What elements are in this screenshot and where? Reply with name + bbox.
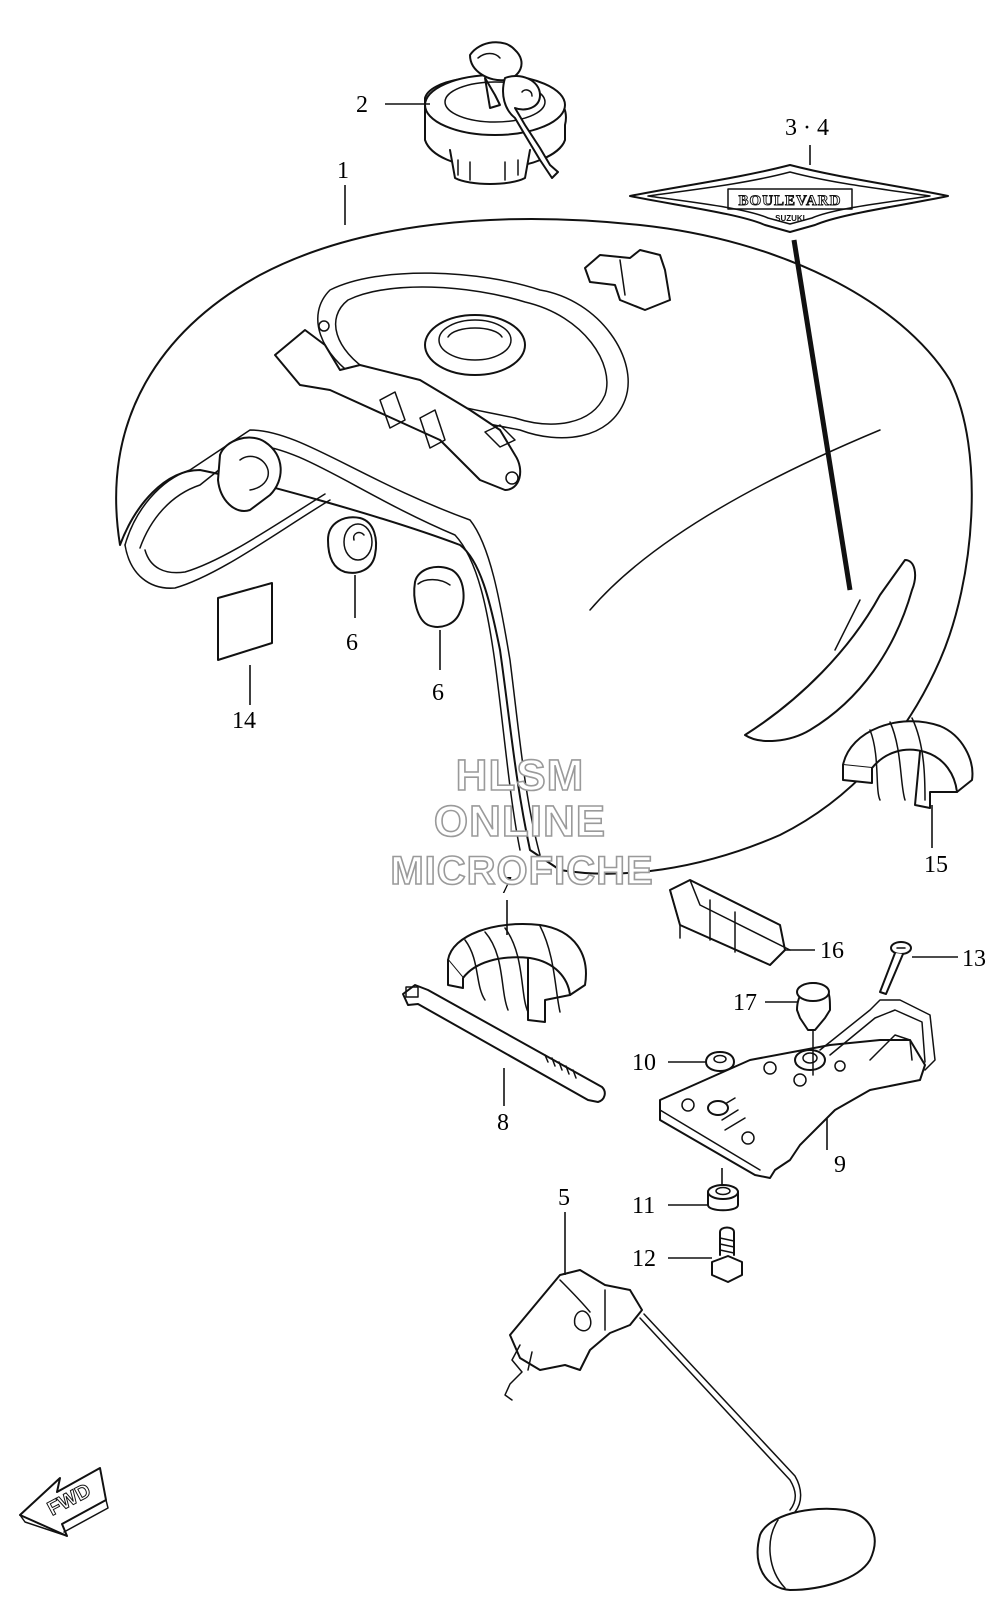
callout-10: 10 (632, 1050, 656, 1076)
callout-12: 12 (632, 1246, 656, 1272)
emblem-placement-line (791, 239, 853, 591)
callout-1: 1 (337, 158, 349, 184)
forward-direction-arrow: FWD (19, 1467, 109, 1537)
tank-cushion-cap[interactable] (413, 565, 465, 628)
tank-rear-pad[interactable] (669, 879, 791, 966)
fuel-level-gauge[interactable] (504, 1269, 876, 1591)
callout-16: 16 (820, 938, 844, 964)
rubber-cap[interactable] (796, 982, 831, 1076)
watermark: HLSM ONLINE MICROFICHE (390, 750, 654, 894)
callout-5: 5 (558, 1185, 570, 1211)
callout-9: 9 (834, 1152, 846, 1178)
tank-cushion-round[interactable] (327, 516, 378, 574)
callout-17: 17 (733, 990, 757, 1016)
callout-7: 7 (500, 873, 512, 899)
emblem-maker-text: SUZUKI (775, 214, 805, 223)
callout-11: 11 (632, 1193, 655, 1219)
callout-14: 14 (232, 708, 256, 734)
emblem-brand-text: BOULEVARD (739, 193, 842, 209)
tank-rear-bracket[interactable] (659, 999, 936, 1179)
callout-2: 2 (356, 92, 368, 118)
fuel-tank[interactable] (115, 218, 973, 875)
callout-6b: 6 (432, 680, 444, 706)
callout-3-4: 3 · 4 (785, 115, 829, 141)
callout-8: 8 (497, 1110, 509, 1136)
callout-6a: 6 (346, 630, 358, 656)
fuel-cap[interactable] (424, 41, 567, 185)
tank-emblem[interactable]: BOULEVARD SUZUKI (629, 164, 949, 233)
tank-cushion-front[interactable] (447, 923, 587, 1023)
watermark-line-3: MICROFICHE (390, 849, 653, 893)
callout-13: 13 (962, 946, 986, 972)
callout-15: 15 (924, 852, 948, 878)
watermark-line-2: ONLINE (434, 797, 606, 846)
grommet[interactable] (707, 1184, 739, 1212)
leader-lines (249, 103, 958, 1275)
watermark-line-1: HLSM (456, 751, 585, 800)
washer[interactable] (705, 1051, 735, 1072)
cable-tie-band[interactable] (402, 984, 606, 1103)
tank-cushion-right[interactable] (842, 717, 974, 809)
bolt[interactable] (711, 1226, 743, 1283)
warning-label[interactable] (217, 582, 273, 661)
callout-numbers: 1 2 3 · 4 5 6 6 7 8 9 10 11 12 13 14 15 … (232, 92, 986, 1272)
screw[interactable] (879, 941, 912, 995)
